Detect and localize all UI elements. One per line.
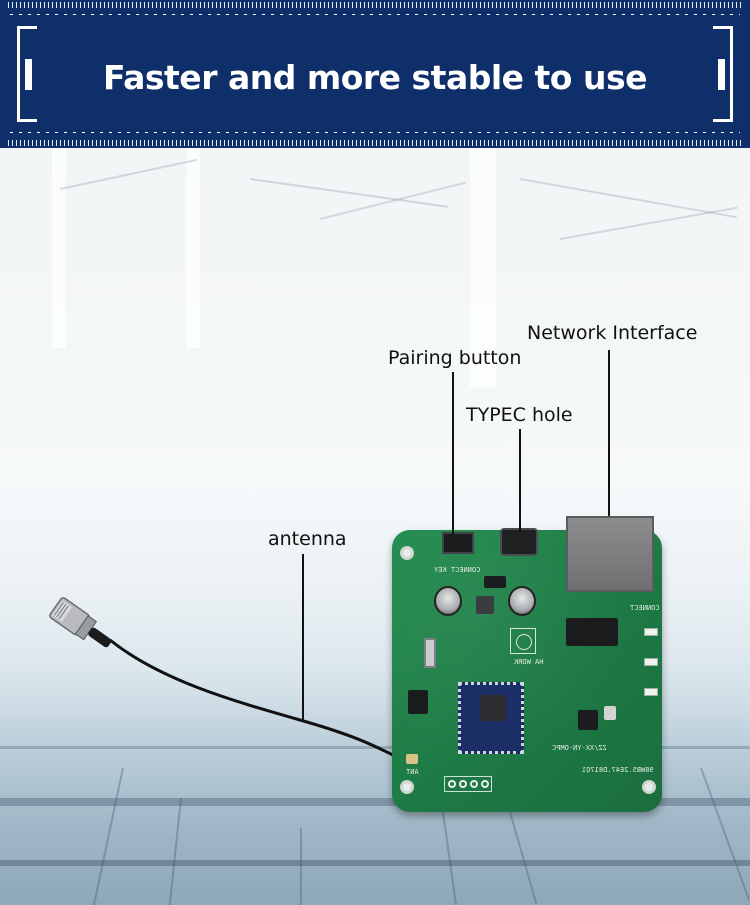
pin — [448, 780, 456, 788]
ic-chip — [578, 710, 598, 730]
left-bar-accent-icon — [25, 59, 32, 90]
network-interface-port — [566, 516, 654, 592]
callout-typec-hole: TYPEC hole — [466, 404, 573, 426]
background-beam — [319, 181, 466, 220]
background-pillar — [186, 148, 200, 348]
decorative-tick-border-top — [8, 2, 742, 8]
background-beam — [59, 158, 198, 190]
leader-line — [452, 372, 454, 534]
pin-header — [444, 776, 492, 792]
antenna-connector — [406, 754, 418, 764]
silk-date-code: 98WB5.2E47.D817Q1 — [582, 766, 654, 774]
status-led — [644, 658, 658, 666]
status-led — [644, 688, 658, 696]
callout-antenna: antenna — [268, 528, 347, 550]
leader-line — [608, 350, 610, 516]
inductor — [476, 596, 494, 614]
floor-grout-line — [92, 767, 124, 905]
ic-chip — [484, 576, 506, 588]
background-pillar — [470, 148, 496, 388]
floor-grout-line — [0, 860, 750, 866]
floor-grout-line — [0, 798, 750, 806]
floor-grout-line — [700, 767, 750, 900]
mounting-hole-icon — [400, 546, 414, 560]
floor-grout-line — [440, 797, 458, 905]
capacitor — [434, 586, 462, 616]
right-bracket-icon — [713, 26, 733, 122]
pcb-board: CONNECT KEY HA WORK CONNECT ANT ZZ/XX-YN… — [392, 516, 662, 812]
right-bar-accent-icon — [718, 59, 725, 90]
background-pillar — [52, 148, 66, 348]
status-led — [644, 628, 658, 636]
transformer-chip — [566, 618, 618, 646]
callout-network-interface: Network Interface — [527, 322, 698, 344]
slide-switch — [424, 638, 436, 668]
pin — [470, 780, 478, 788]
pairing-button[interactable] — [442, 532, 474, 554]
floor-grout-line — [168, 797, 182, 905]
crystal — [604, 706, 616, 720]
decorative-dash-line-top — [10, 14, 740, 15]
decorative-tick-border-bottom — [8, 140, 742, 146]
leader-line — [519, 429, 521, 533]
silk-board-id: ZZ/XX-YN-OMPC — [552, 744, 607, 752]
mounting-hole-icon — [400, 780, 414, 794]
background-beam — [559, 206, 738, 240]
floor-grout-line — [505, 797, 538, 905]
ic-chip — [408, 690, 428, 714]
floor-grout-line — [300, 828, 302, 905]
leader-line — [302, 554, 304, 720]
tact-switch — [510, 628, 536, 654]
mounting-hole-icon — [642, 780, 656, 794]
decorative-dash-line-bottom — [10, 132, 740, 133]
silk-connect-key: CONNECT KEY — [434, 566, 481, 574]
silk-ha-work: HA WORK — [514, 658, 544, 666]
pin — [459, 780, 467, 788]
module-chip — [480, 695, 506, 721]
left-bracket-icon — [17, 26, 37, 122]
silk-connect: CONNECT — [630, 604, 660, 612]
banner-title: Faster and more stable to use — [103, 58, 647, 97]
capacitor — [508, 586, 536, 616]
silk-ant: ANT — [406, 768, 419, 776]
pin — [481, 780, 489, 788]
header-banner: Faster and more stable to use — [0, 0, 750, 148]
callout-pairing-button: Pairing button — [388, 347, 522, 369]
